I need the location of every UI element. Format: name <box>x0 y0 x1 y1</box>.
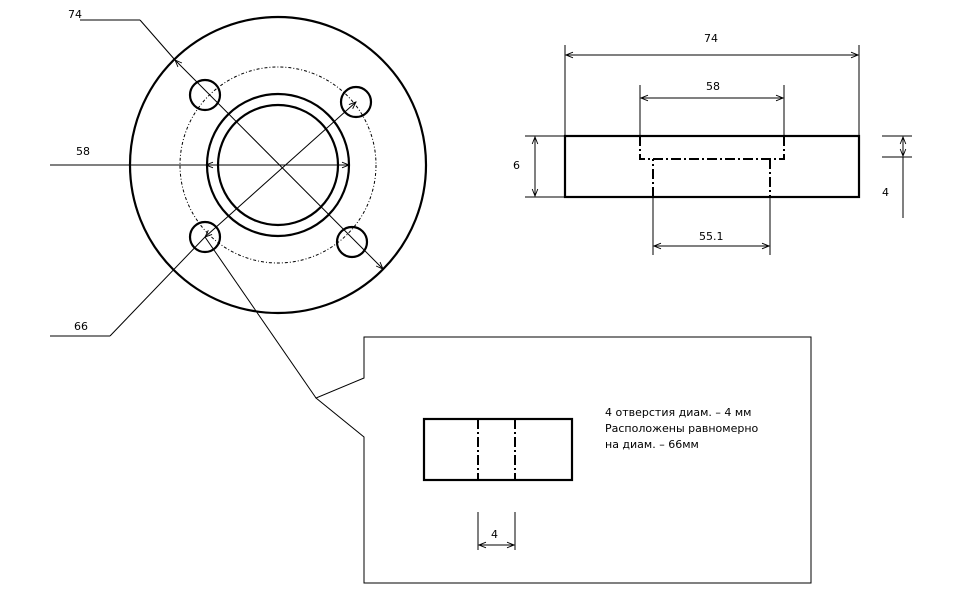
dim-outer-label: 74 <box>68 8 82 21</box>
bolt-hole-bottom-right <box>335 225 369 259</box>
dim-bore-label: 55.1 <box>699 230 724 243</box>
top-view: 74 58 66 <box>50 8 428 399</box>
dim-hole-label: 4 <box>491 528 498 541</box>
dim-width-label: 74 <box>704 32 718 45</box>
dim-bolt-circle-leader <box>109 236 206 337</box>
detail-frame <box>315 336 812 584</box>
hidden-bore <box>652 159 771 197</box>
dim-recess-label: 58 <box>706 80 720 93</box>
dim-bolt-circle-label: 66 <box>74 320 88 333</box>
dim-height-label: 6 <box>513 159 520 172</box>
detail-note-line-1: 4 отверстия диам. – 4 мм <box>605 406 751 419</box>
detail-body <box>422 417 574 482</box>
detail-callout: 4 4 отверстия диам. – 4 мм Расположены р… <box>315 336 812 584</box>
dim-bolt-circle-line <box>205 102 356 237</box>
side-view: 74 58 6 4 55.1 <box>513 32 912 255</box>
side-body <box>563 134 861 199</box>
bolt-hole-top-left <box>188 78 222 112</box>
dim-inner-label: 58 <box>76 145 90 158</box>
dim-outer-leader-diagonal <box>139 19 176 61</box>
detail-note-line-3: на диам. – 66мм <box>605 438 699 451</box>
dim-depth-label: 4 <box>882 186 889 199</box>
detail-note-line-2: Расположены равномерно <box>605 422 759 435</box>
detail-leader <box>204 236 317 399</box>
hidden-recess <box>639 136 785 160</box>
